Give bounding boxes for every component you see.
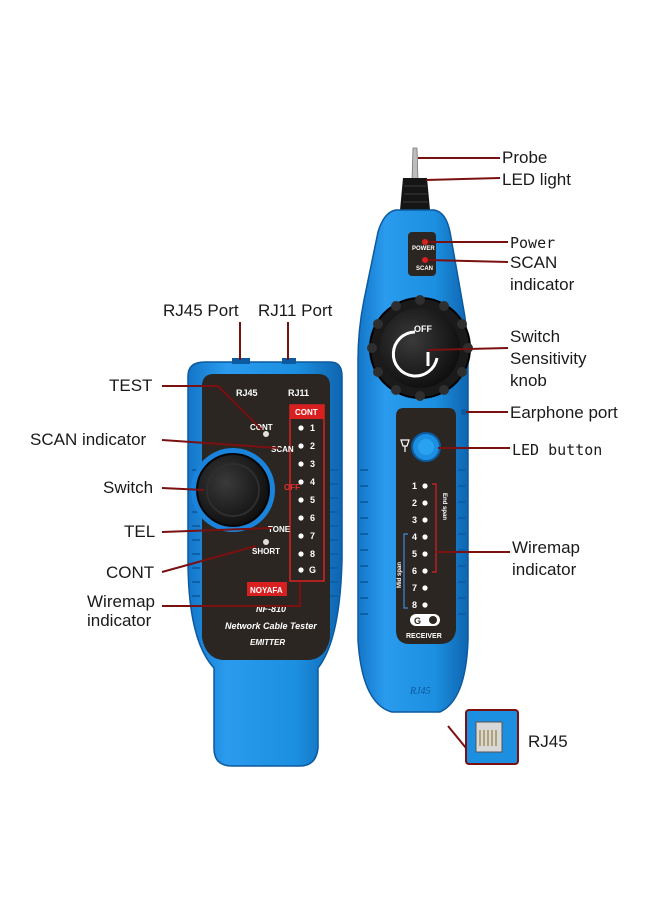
callout-rj45-inset: RJ45 — [528, 732, 568, 751]
end-span-label: End span — [441, 493, 447, 520]
emitter-number-labels: 1 2 3 4 5 6 7 8 G — [309, 423, 316, 575]
receiver-num: 8 — [412, 600, 417, 610]
emitter-num: 1 — [310, 423, 315, 433]
receiver-knob-arc — [391, 330, 439, 378]
emitter-led-column — [298, 425, 304, 573]
callout-probe: Probe — [502, 148, 548, 167]
callout-rj45-port: RJ45 Port — [163, 301, 239, 320]
emitter-scan-label: SCAN — [271, 445, 294, 454]
emitter-brand-text: NOYAFA — [250, 586, 283, 595]
callout-test: TEST — [109, 376, 153, 395]
emitter-cont-led — [263, 431, 269, 437]
callout-tel: TEL — [124, 522, 156, 541]
emitter-num: 6 — [310, 513, 315, 523]
emitter-cont-box-label: CONT — [295, 408, 318, 417]
receiver-num: 4 — [412, 532, 417, 542]
emitter-device — [187, 358, 343, 767]
receiver-scan-label: SCAN — [416, 266, 433, 272]
receiver-ground-label: G — [414, 616, 421, 626]
emitter-short-led — [263, 539, 269, 545]
callout-cont: CONT — [106, 563, 155, 582]
emitter-role-text: EMITTER — [250, 638, 285, 647]
receiver-num: 1 — [412, 481, 417, 491]
emitter-num: 8 — [310, 549, 315, 559]
emitter-tone-label: TONE — [268, 525, 291, 534]
rj45-inset — [447, 709, 519, 765]
receiver-num: 7 — [412, 583, 417, 593]
receiver-num: 5 — [412, 549, 417, 559]
emitter-num: 2 — [310, 441, 315, 451]
receiver-knob-teeth — [367, 295, 473, 401]
callout-rj11-port: RJ11 Port — [258, 301, 333, 320]
receiver-rj45-label: RJ45 — [409, 686, 431, 697]
emitter-brand-logo — [247, 582, 287, 596]
receiver-grip-ribs — [360, 469, 466, 615]
callout-earphone-port: Earphone port — [510, 403, 618, 422]
emitter-num: 7 — [310, 531, 315, 541]
receiver-num: 3 — [412, 515, 417, 525]
receiver-power-led — [422, 239, 428, 245]
emitter-cont-label: CONT — [250, 423, 273, 432]
receiver-num: 2 — [412, 498, 417, 508]
emitter-num: G — [309, 565, 316, 575]
receiver-power-label: POWER — [412, 246, 435, 252]
emitter-model-text: NF-810 — [256, 604, 286, 614]
emitter-num: 4 — [310, 477, 315, 487]
receiver-wiremap-panel — [396, 408, 456, 644]
callout-led-button: LED button — [512, 441, 603, 459]
emitter-rj45-label: RJ45 — [236, 388, 258, 398]
receiver-off-label: OFF — [414, 324, 432, 334]
emitter-rj45-port — [232, 358, 250, 364]
receiver-scan-led — [422, 257, 428, 263]
receiver-number-labels: 1 2 3 4 5 6 7 8 — [412, 481, 417, 610]
callout-wiremap-left: Wiremap indicator — [87, 592, 156, 630]
callout-power: Power — [510, 234, 556, 252]
emitter-rj11-port — [282, 358, 296, 364]
emitter-short-label: SHORT — [252, 547, 280, 556]
callout-leader-lines — [161, 157, 510, 607]
emitter-rj11-label: RJ11 — [288, 388, 309, 398]
receiver-num: 6 — [412, 566, 417, 576]
callout-scan-indicator: SCAN indicator — [30, 430, 147, 449]
probe-tip — [411, 147, 419, 181]
callout-led-light: LED light — [502, 170, 571, 189]
callout-switch-knob: Switch Sensitivity knob — [510, 327, 587, 390]
emitter-num: 3 — [310, 459, 315, 469]
earphone-port — [461, 409, 467, 415]
flashlight-icon — [400, 439, 410, 452]
end-span-bracket — [432, 483, 437, 573]
receiver-led-column — [422, 483, 428, 608]
callout-wiremap-right: Wiremap indicator — [512, 538, 581, 579]
callout-switch: Switch — [103, 478, 154, 497]
mid-span-bracket — [403, 533, 408, 609]
callout-scan-indicator-right: SCAN indicator — [510, 253, 575, 294]
emitter-off-label: OFF — [284, 483, 300, 492]
emitter-num: 5 — [310, 495, 315, 505]
emitter-product-text: Network Cable Tester — [225, 621, 317, 631]
receiver-role-text: RECEIVER — [406, 633, 442, 640]
receiver-device — [357, 147, 473, 713]
mid-span-label: Mid span — [397, 562, 403, 588]
